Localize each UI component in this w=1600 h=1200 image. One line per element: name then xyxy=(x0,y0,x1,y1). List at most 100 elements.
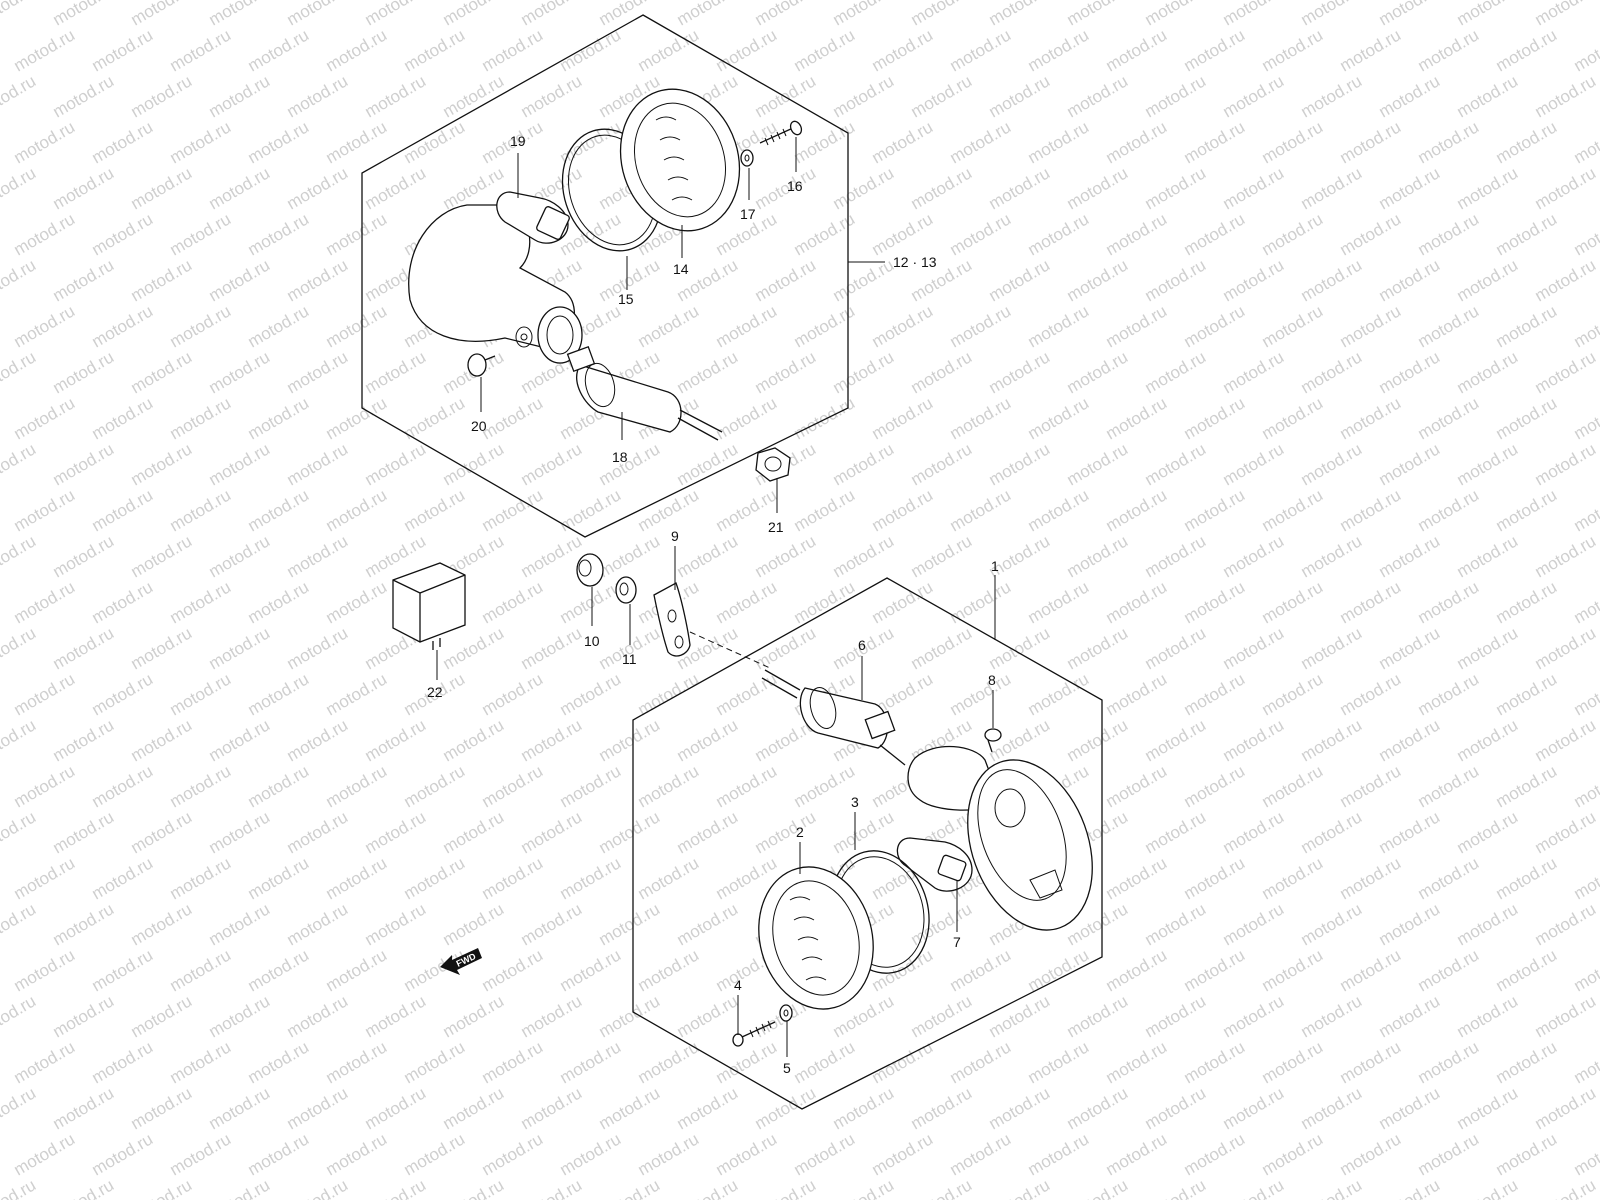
grommet-icon xyxy=(576,553,604,587)
watermark-text: motod.ru xyxy=(752,347,820,397)
watermark-text: motod.ru xyxy=(50,623,118,673)
watermark-text: motod.ru xyxy=(206,439,274,489)
watermark-text: motod.ru xyxy=(557,853,625,903)
watermark-text: motod.ru xyxy=(167,761,235,811)
watermark-text: motod.ru xyxy=(128,1083,196,1133)
watermark-text: motod.ru xyxy=(674,899,742,949)
watermark-text: motod.ru xyxy=(1571,669,1600,719)
watermark-text: motod.ru xyxy=(1064,531,1132,581)
watermark-text: motod.ru xyxy=(167,669,235,719)
watermark-text: motod.ru xyxy=(0,899,39,949)
watermark-text: motod.ru xyxy=(791,1129,859,1179)
watermark-text: motod.ru xyxy=(557,945,625,995)
part-label-5: 5 xyxy=(783,1060,791,1076)
watermark-text: motod.ru xyxy=(1064,991,1132,1041)
watermark-text: motod.ru xyxy=(518,715,586,765)
watermark-text: motod.ru xyxy=(557,761,625,811)
watermark-text: motod.ru xyxy=(1220,899,1288,949)
watermark-text: motod.ru xyxy=(1571,25,1600,75)
watermark-text: motod.ru xyxy=(1298,623,1366,673)
watermark-text: motod.ru xyxy=(869,117,937,167)
watermark-text: motod.ru xyxy=(1220,347,1288,397)
watermark-text: motod.ru xyxy=(1415,209,1483,259)
watermark-text: motod.ru xyxy=(128,1175,196,1200)
watermark-text: motod.ru xyxy=(479,393,547,443)
watermark-text: motod.ru xyxy=(1103,1037,1171,1087)
watermark-text: motod.ru xyxy=(986,255,1054,305)
watermark-text: motod.ru xyxy=(1571,577,1600,627)
watermark-text: motod.ru xyxy=(440,0,508,29)
watermark-text: motod.ru xyxy=(401,761,469,811)
watermark-text: motod.ru xyxy=(128,807,196,857)
watermark-text: motod.ru xyxy=(206,255,274,305)
watermark-text: motod.ru xyxy=(89,945,157,995)
dashed-connector-line xyxy=(689,631,771,669)
watermark-text: motod.ru xyxy=(752,255,820,305)
watermark-text: motod.ru xyxy=(1220,623,1288,673)
watermark-text: motod.ru xyxy=(518,1083,586,1133)
watermark-text: motod.ru xyxy=(1337,945,1405,995)
watermark-text: motod.ru xyxy=(1337,853,1405,903)
watermark-text: motod.ru xyxy=(245,25,313,75)
watermark-text: motod.ru xyxy=(50,255,118,305)
watermark-text: motod.ru xyxy=(89,853,157,903)
part-label-16: 16 xyxy=(787,178,803,194)
watermark-text: motod.ru xyxy=(713,1037,781,1087)
watermark-text: motod.ru xyxy=(128,0,196,29)
watermark-text: motod.ru xyxy=(947,1129,1015,1179)
watermark-text: motod.ru xyxy=(1532,623,1600,673)
watermark-text: motod.ru xyxy=(1337,117,1405,167)
watermark-text: motod.ru xyxy=(908,439,976,489)
watermark-text: motod.ru xyxy=(1025,301,1093,351)
watermark-text: motod.ru xyxy=(89,393,157,443)
watermark-text: motod.ru xyxy=(1571,301,1600,351)
watermark-text: motod.ru xyxy=(1415,945,1483,995)
watermark-text: motod.ru xyxy=(50,991,118,1041)
watermark-text: motod.ru xyxy=(128,439,196,489)
watermark-text: motod.ru xyxy=(323,945,391,995)
watermark-text: motod.ru xyxy=(1376,0,1444,29)
watermark-text: motod.ru xyxy=(167,485,235,535)
watermark-text: motod.ru xyxy=(1142,531,1210,581)
screw-icon xyxy=(984,728,1002,753)
watermark-text: motod.ru xyxy=(908,991,976,1041)
watermark-text: motod.ru xyxy=(128,71,196,121)
watermark-text: motod.ru xyxy=(1454,163,1522,213)
watermark-text: motod.ru xyxy=(245,117,313,167)
watermark-text: motod.ru xyxy=(11,117,79,167)
watermark-text: motod.ru xyxy=(323,209,391,259)
watermark-text: motod.ru xyxy=(830,0,898,29)
watermark-text: motod.ru xyxy=(1298,715,1366,765)
part-label-15: 15 xyxy=(618,291,634,307)
watermark-text: motod.ru xyxy=(1493,1037,1561,1087)
watermark-text: motod.ru xyxy=(1493,209,1561,259)
watermark-text: motod.ru xyxy=(1337,761,1405,811)
watermark-text: motod.ru xyxy=(908,347,976,397)
watermark-text: motod.ru xyxy=(1376,1175,1444,1200)
watermark-text: motod.ru xyxy=(1103,945,1171,995)
watermark-text: motod.ru xyxy=(1571,117,1600,167)
watermark-text: motod.ru xyxy=(11,301,79,351)
watermark-text: motod.ru xyxy=(518,899,586,949)
watermark-text: motod.ru xyxy=(1298,991,1366,1041)
watermark-text: motod.ru xyxy=(1064,1083,1132,1133)
watermark-text: motod.ru xyxy=(869,1037,937,1087)
watermark-text: motod.ru xyxy=(830,71,898,121)
watermark-text: motod.ru xyxy=(89,1037,157,1087)
watermark-text: motod.ru xyxy=(1103,117,1171,167)
watermark-text: motod.ru xyxy=(1181,25,1249,75)
watermark-text: motod.ru xyxy=(908,1175,976,1200)
watermark-text: motod.ru xyxy=(128,899,196,949)
watermark-text: motod.ru xyxy=(1532,531,1600,581)
watermark-text: motod.ru xyxy=(1103,301,1171,351)
watermark-text: motod.ru xyxy=(1493,761,1561,811)
watermark-text: motod.ru xyxy=(986,347,1054,397)
watermark-text: motod.ru xyxy=(50,531,118,581)
watermark-text: motod.ru xyxy=(1571,1037,1600,1087)
watermark-text: motod.ru xyxy=(635,853,703,903)
watermark-text: motod.ru xyxy=(1259,853,1327,903)
watermark-text: motod.ru xyxy=(167,577,235,627)
watermark-text: motod.ru xyxy=(1103,25,1171,75)
watermark-text: motod.ru xyxy=(245,669,313,719)
watermark-text: motod.ru xyxy=(1454,439,1522,489)
